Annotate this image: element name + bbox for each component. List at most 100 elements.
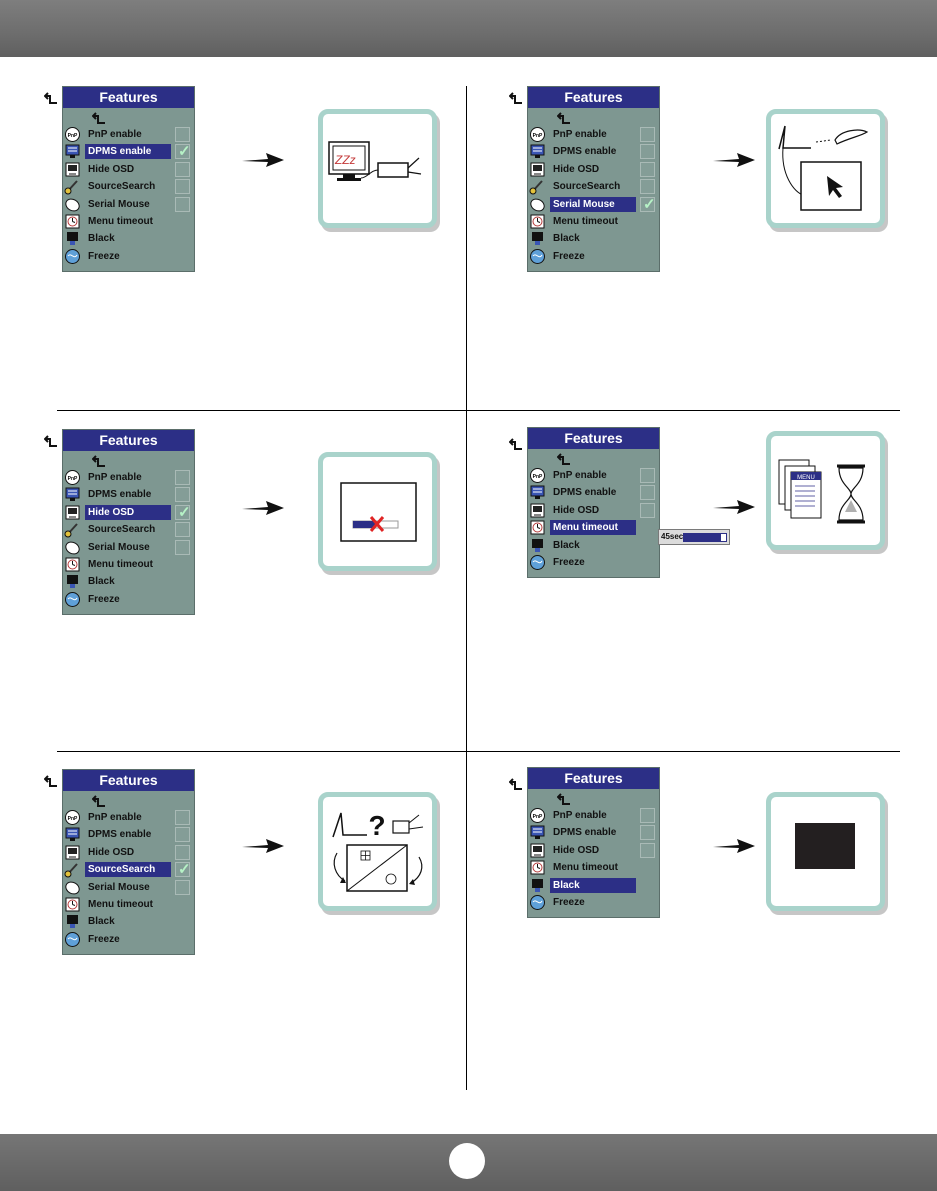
menu-item-freeze[interactable]: Freeze bbox=[528, 248, 659, 265]
checkbox[interactable] bbox=[175, 161, 190, 177]
menu-item-dpms-enable[interactable]: DPMS enable bbox=[528, 824, 659, 841]
menu-up-item[interactable] bbox=[63, 791, 194, 809]
checkbox[interactable] bbox=[175, 879, 190, 895]
checkbox[interactable] bbox=[175, 196, 190, 212]
menu-up-item[interactable] bbox=[63, 451, 194, 469]
menu-item-label: Black bbox=[553, 539, 580, 551]
menu-up-item[interactable] bbox=[528, 449, 659, 467]
checkbox[interactable] bbox=[175, 470, 190, 485]
menu-item-freeze[interactable]: Freeze bbox=[528, 554, 659, 571]
checkbox[interactable] bbox=[175, 810, 190, 825]
checkbox-checked[interactable] bbox=[640, 195, 656, 213]
menu-back-icon[interactable] bbox=[43, 434, 58, 448]
checkbox[interactable] bbox=[640, 825, 655, 841]
menu-item-menu-timeout[interactable]: Menu timeout bbox=[528, 519, 659, 536]
checkbox[interactable] bbox=[640, 144, 655, 160]
menu-item-dpms-enable[interactable]: DPMS enable bbox=[63, 142, 194, 160]
arrow-right-icon bbox=[713, 499, 755, 515]
checkbox[interactable] bbox=[175, 179, 190, 195]
menu-item-label: Hide OSD bbox=[88, 846, 135, 858]
dpms-icon bbox=[529, 484, 546, 501]
checkbox-checked[interactable] bbox=[175, 142, 191, 160]
menu-back-icon[interactable] bbox=[508, 91, 523, 105]
menu-item-sourcesearch[interactable]: SourceSearch bbox=[528, 178, 659, 195]
checkbox[interactable] bbox=[640, 485, 655, 501]
menu-item-label: Hide OSD bbox=[85, 504, 171, 520]
checkbox[interactable] bbox=[175, 827, 190, 843]
source-search-icon bbox=[64, 178, 81, 195]
menu-up-item[interactable] bbox=[528, 789, 659, 807]
menu-item-black[interactable]: Black bbox=[528, 877, 659, 894]
menu-item-hide-osd[interactable]: Hide OSD bbox=[63, 844, 194, 861]
menu-item-black[interactable]: Black bbox=[63, 913, 194, 930]
menu-item-black[interactable]: Black bbox=[528, 537, 659, 554]
menu-item-hide-osd[interactable]: Hide OSD bbox=[63, 503, 194, 521]
checkbox[interactable] bbox=[175, 487, 190, 503]
checkbox[interactable] bbox=[640, 808, 655, 823]
checkbox[interactable] bbox=[175, 539, 190, 555]
menu-item-menu-timeout[interactable]: Menu timeout bbox=[63, 556, 194, 573]
checkbox[interactable] bbox=[640, 468, 655, 483]
menu-item-serial-mouse[interactable]: Serial Mouse bbox=[63, 196, 194, 213]
menu-item-menu-timeout[interactable]: Menu timeout bbox=[63, 213, 194, 230]
slider-track[interactable] bbox=[683, 533, 727, 542]
menu-up-item[interactable] bbox=[528, 108, 659, 126]
checkbox[interactable] bbox=[175, 127, 190, 142]
menu-item-black[interactable]: Black bbox=[528, 230, 659, 247]
menu-item-black[interactable]: Black bbox=[63, 230, 194, 247]
menu-item-serial-mouse[interactable]: Serial Mouse bbox=[528, 195, 659, 213]
menu-item-sourcesearch[interactable]: SourceSearch bbox=[63, 178, 194, 195]
menu-back-icon[interactable] bbox=[43, 91, 58, 105]
menu-item-sourcesearch[interactable]: SourceSearch bbox=[63, 860, 194, 878]
menu-item-label: PnP enable bbox=[553, 470, 607, 481]
menu-item-label: Menu timeout bbox=[553, 862, 618, 874]
checkbox[interactable] bbox=[640, 179, 655, 195]
checkbox[interactable] bbox=[175, 844, 190, 860]
checkbox[interactable] bbox=[175, 522, 190, 538]
checkbox[interactable] bbox=[640, 842, 655, 858]
menu-item-dpms-enable[interactable]: DPMS enable bbox=[528, 484, 659, 501]
menu-item-sourcesearch[interactable]: SourceSearch bbox=[63, 521, 194, 538]
menu-item-label: Black bbox=[88, 916, 115, 928]
menu-item-serial-mouse[interactable]: Serial Mouse bbox=[63, 539, 194, 556]
menu-title: Features bbox=[528, 87, 659, 108]
question-mark-text: ? bbox=[368, 810, 385, 841]
menu-item-freeze[interactable]: Freeze bbox=[63, 931, 194, 948]
menu-timeout-icon bbox=[529, 213, 546, 230]
menu-up-item[interactable] bbox=[63, 108, 194, 126]
checkbox-checked[interactable] bbox=[175, 860, 191, 878]
menu-item-dpms-enable[interactable]: DPMS enable bbox=[63, 826, 194, 843]
serial-mouse-icon bbox=[64, 196, 81, 213]
menu-back-icon[interactable] bbox=[508, 777, 523, 791]
menu-padding bbox=[528, 265, 659, 271]
svg-text:PnP: PnP bbox=[533, 814, 543, 820]
menu-item-dpms-enable[interactable]: DPMS enable bbox=[528, 143, 659, 160]
checkbox[interactable] bbox=[640, 127, 655, 142]
menu-item-freeze[interactable]: Freeze bbox=[63, 591, 194, 608]
checkbox-checked[interactable] bbox=[175, 503, 191, 521]
menu-item-black[interactable]: Black bbox=[63, 573, 194, 590]
menu-back-icon[interactable] bbox=[508, 437, 523, 451]
timeout-slider[interactable]: 45sec bbox=[658, 529, 730, 545]
menu-item-menu-timeout[interactable]: Menu timeout bbox=[63, 896, 194, 913]
checkbox[interactable] bbox=[640, 502, 655, 518]
menu-item-serial-mouse[interactable]: Serial Mouse bbox=[63, 879, 194, 896]
menu-item-menu-timeout[interactable]: Menu timeout bbox=[528, 213, 659, 230]
menu-item-hide-osd[interactable]: Hide OSD bbox=[63, 161, 194, 178]
menu-item-hide-osd[interactable]: Hide OSD bbox=[528, 842, 659, 859]
menu-item-freeze[interactable]: Freeze bbox=[528, 894, 659, 911]
sleep-monitor-illustration: ZZz bbox=[318, 109, 437, 228]
menu-item-menu-timeout[interactable]: Menu timeout bbox=[528, 859, 659, 876]
menu-item-hide-osd[interactable]: Hide OSD bbox=[528, 502, 659, 519]
menu-item-dpms-enable[interactable]: DPMS enable bbox=[63, 486, 194, 503]
menu-back-icon[interactable] bbox=[43, 774, 58, 788]
menu-item-freeze[interactable]: Freeze bbox=[63, 248, 194, 265]
checkbox[interactable] bbox=[640, 161, 655, 177]
menu-item-hide-osd[interactable]: Hide OSD bbox=[528, 161, 659, 178]
